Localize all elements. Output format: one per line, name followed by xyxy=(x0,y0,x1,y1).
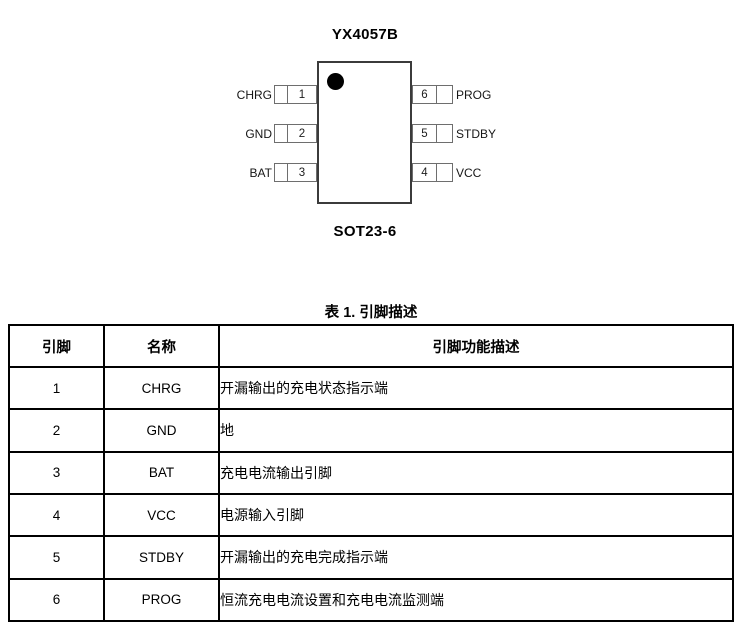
pin-lead-segment xyxy=(275,86,288,103)
chip-package-body xyxy=(317,61,412,204)
cell-desc: 充电电流输出引脚 xyxy=(218,450,734,495)
pin-row-prog: 6 PROG xyxy=(412,85,602,104)
pin-number-5: 5 xyxy=(413,125,437,142)
col-header-pin: 引脚 xyxy=(8,324,105,368)
pin-label-prog: PROG xyxy=(456,87,492,102)
table-caption: 表 1. 引脚描述 xyxy=(324,305,418,321)
pin-row-stdby: 5 STDBY xyxy=(412,124,602,143)
cell-pin: 6 xyxy=(8,577,105,623)
cell-name: BAT xyxy=(103,450,220,495)
cell-pin: 4 xyxy=(8,492,105,538)
pin-number-3: 3 xyxy=(298,166,306,179)
table-row: 5 STDBY 开漏输出的充电完成指示端 xyxy=(8,535,734,580)
cell-name: VCC xyxy=(103,492,220,538)
table-row: 4 VCC 电源输入引脚 xyxy=(8,492,734,538)
chip-title: YX4057B xyxy=(331,26,399,43)
cell-desc: 电源输入引脚 xyxy=(218,492,734,538)
col-header-name: 名称 xyxy=(103,324,220,368)
cell-desc: 开漏输出的充电状态指示端 xyxy=(218,365,734,411)
cell-desc: 恒流充电电流设置和充电电流监测端 xyxy=(218,577,734,623)
cell-pin: 5 xyxy=(8,535,105,580)
pin-box-2: 2 xyxy=(274,124,317,143)
package-name-label: SOT23-6 xyxy=(333,223,397,240)
cell-name: STDBY xyxy=(103,535,220,580)
cell-name: PROG xyxy=(103,577,220,623)
table-row: 1 CHRG 开漏输出的充电状态指示端 xyxy=(8,365,734,411)
pin-number-2: 2 xyxy=(298,127,306,140)
table-header-row: 引脚 名称 引脚功能描述 xyxy=(8,324,734,368)
pin-lead-segment xyxy=(275,164,288,181)
cell-pin: 3 xyxy=(8,450,105,495)
cell-pin: 1 xyxy=(8,365,105,411)
cell-desc: 开漏输出的充电完成指示端 xyxy=(218,535,734,580)
col-header-desc: 引脚功能描述 xyxy=(218,324,734,368)
pin-row-gnd: GND 2 xyxy=(150,124,317,143)
pin1-marker-dot-icon xyxy=(327,73,344,90)
cell-desc: 地 xyxy=(218,408,734,453)
table-row: 3 BAT 充电电流输出引脚 xyxy=(8,450,734,495)
table-row: 2 GND 地 xyxy=(8,408,734,453)
pin-lead-segment xyxy=(437,125,452,142)
cell-name: CHRG xyxy=(103,365,220,411)
pin-lead-segment xyxy=(437,86,452,103)
pin-label-bat: BAT xyxy=(249,165,272,180)
cell-pin: 2 xyxy=(8,408,105,453)
pin-number-4: 4 xyxy=(413,164,437,181)
table-row: 6 PROG 恒流充电电流设置和充电电流监测端 xyxy=(8,577,734,623)
pin-row-chrg: CHRG 1 xyxy=(150,85,317,104)
pin-label-gnd: GND xyxy=(245,126,272,141)
pin-lead-segment xyxy=(437,164,452,181)
pin-row-bat: BAT 3 xyxy=(150,163,317,182)
cell-name: GND xyxy=(103,408,220,453)
pin-label-chrg: CHRG xyxy=(236,87,272,102)
pin-number-6: 6 xyxy=(413,86,437,103)
pin-box-1: 1 xyxy=(274,85,317,104)
pin-box-5: 5 xyxy=(412,124,453,143)
pin-row-vcc: 4 VCC xyxy=(412,163,602,182)
pin-box-3: 3 xyxy=(274,163,317,182)
pin-description-table: 引脚 名称 引脚功能描述 1 CHRG 开漏输出的充电状态指示端 2 GND 地… xyxy=(8,324,734,623)
pin-label-stdby: STDBY xyxy=(456,126,497,141)
pin-box-6: 6 xyxy=(412,85,453,104)
pin-lead-segment xyxy=(275,125,288,142)
pin-label-vcc: VCC xyxy=(456,165,482,180)
pin-box-4: 4 xyxy=(412,163,453,182)
pin-number-1: 1 xyxy=(298,88,306,101)
